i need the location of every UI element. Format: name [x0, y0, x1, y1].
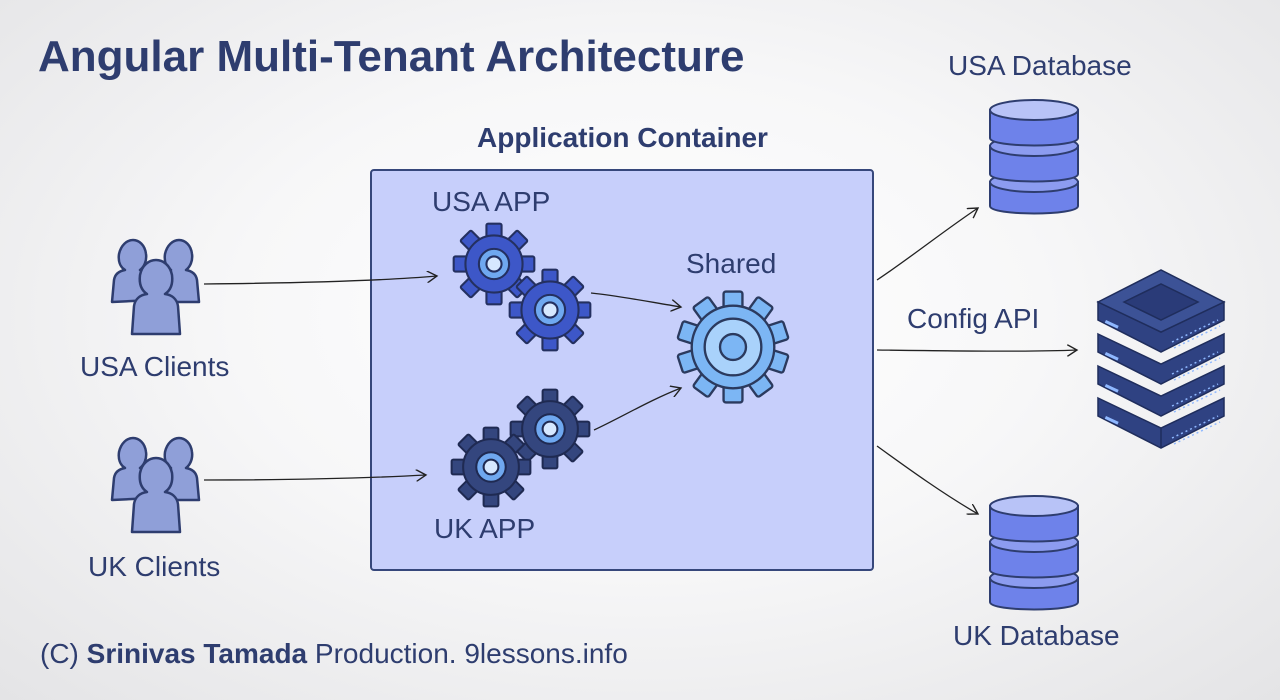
footer-credit: (C) Srinivas Tamada Production. 9lessons…	[40, 638, 628, 670]
uk-clients-users-icon	[110, 436, 201, 534]
config-api-server-icon	[1096, 269, 1226, 449]
container-title: Application Container	[477, 122, 768, 153]
arrow-uk-clients-to-uk-app	[203, 475, 426, 480]
usa-app-label: USA APP	[432, 186, 551, 217]
arrow-container-to-usa-db	[876, 208, 978, 281]
arrow-container-to-uk-db	[876, 445, 978, 514]
arrow-usa-app-to-shared	[590, 292, 681, 307]
footer-suffix: Production. 9lessons.info	[307, 638, 628, 669]
application-container	[370, 169, 874, 571]
page-title: Angular Multi-Tenant Architecture	[38, 32, 745, 81]
usa-clients-label: USA Clients	[80, 351, 230, 382]
footer-prefix: (C)	[40, 638, 87, 669]
usa-clients-users-icon	[110, 238, 201, 336]
footer-author: Srinivas Tamada	[86, 638, 308, 669]
usa-app-gear-icon	[508, 268, 592, 352]
arrow-container-to-config-api	[876, 350, 1077, 351]
shared-label: Shared	[686, 248, 777, 279]
uk-app-label: UK APP	[434, 513, 536, 544]
config-api-label: Config API	[907, 303, 1040, 334]
arrow-usa-clients-to-usa-app	[203, 276, 437, 285]
usa-database-label: USA Database	[948, 50, 1132, 81]
uk-clients-label: UK Clients	[88, 551, 221, 582]
uk-database-icon	[989, 495, 1079, 611]
uk-app-gear-icon	[450, 426, 532, 508]
uk-database-label: UK Database	[953, 620, 1120, 651]
uk-app-gear-icon	[509, 388, 591, 470]
usa-app-gear-icon	[452, 222, 536, 306]
shared-gear-icon	[676, 290, 790, 404]
usa-database-icon	[989, 99, 1079, 215]
arrow-uk-app-to-shared	[593, 388, 681, 431]
